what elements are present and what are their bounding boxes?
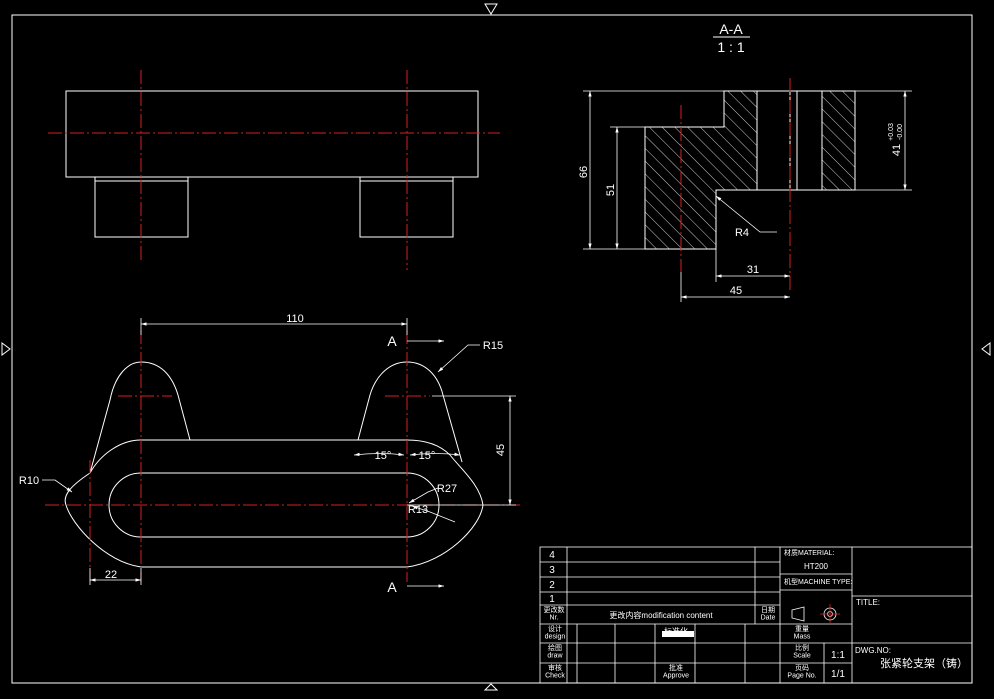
standard-label: 标准化: [664, 626, 688, 636]
rev-number-1: 1: [549, 594, 555, 605]
dim-r15: R15: [483, 340, 503, 352]
label-line: Mass: [794, 633, 811, 640]
label-line: 比例: [795, 643, 809, 652]
dim-r10: R10: [19, 475, 39, 487]
left-centering-mark: [1, 342, 11, 356]
dim-r13: R13: [408, 504, 428, 516]
dim-51: 51: [605, 184, 617, 196]
material-value: HT200: [804, 562, 829, 571]
machine-type-label: 机型MACHINE TYPE:: [784, 577, 852, 586]
scale-value: 1:1: [831, 650, 845, 661]
section-dimensions: [583, 90, 912, 302]
dim-110: 110: [286, 313, 304, 325]
projection-symbol-icon: [791, 604, 840, 624]
label-line: Page No.: [787, 672, 816, 679]
section-title: A-A 1 : 1: [713, 21, 750, 55]
dim-41-tol-lower: -0.00: [897, 124, 904, 140]
label-line: Scale: [793, 652, 811, 659]
material-label: 材质MATERIAL:: [784, 548, 834, 557]
top-view-left-boss: [89, 361, 191, 474]
front-view-centerlines: [48, 70, 500, 270]
cut-label-bottom: A: [387, 579, 397, 595]
drawing-border: [1, 3, 991, 691]
dim-31: 31: [747, 264, 759, 276]
dim-66: 66: [578, 166, 590, 178]
label-line: draw: [547, 652, 563, 659]
top-view-right-boss: [357, 361, 463, 463]
rev-number-3: 3: [549, 565, 555, 576]
label-line: 页码: [795, 664, 809, 672]
title-block: [539, 546, 973, 684]
label-line: Nr.: [550, 614, 559, 621]
dim-r4: R4: [735, 227, 749, 239]
rev-content-label: 更改内容modification content: [609, 610, 713, 620]
dim-45: 45: [730, 285, 742, 297]
top-view-centerlines: [45, 330, 520, 582]
label-line: Date: [761, 614, 776, 621]
right-centering-mark: [981, 342, 991, 356]
bottom-centering-mark: [483, 683, 499, 691]
section-view: [644, 90, 856, 250]
label-line: 更改数: [544, 605, 565, 614]
top-view-dimension-texts: 110 R15 45 15° 15° R10 R27 R13 22 A A: [19, 313, 507, 595]
front-view-body: [65, 90, 479, 178]
dwg-no-label: DWG.NO:: [855, 646, 891, 655]
dim-angle-left: 15°: [375, 450, 392, 462]
label-line: 批准: [669, 663, 683, 672]
label-line: 重量: [795, 625, 809, 633]
section-title-label: A-A: [719, 21, 743, 37]
page-value: 1/1: [831, 669, 845, 680]
top-view: [64, 361, 484, 568]
front-view: [65, 90, 479, 238]
dim-r27: R27: [437, 483, 457, 495]
dim-45-vertical: 45: [495, 444, 507, 456]
label-line: Check: [545, 672, 565, 679]
section-scale-label: 1 : 1: [717, 39, 744, 55]
top-view-dimensions: [42, 318, 516, 588]
label-line: 设计: [548, 624, 562, 633]
label-line: design: [545, 633, 566, 640]
dim-41-tol-upper: +0.03: [888, 123, 895, 141]
label-line: 审核: [548, 663, 562, 672]
cut-label-top: A: [387, 333, 397, 349]
dim-angle-right: 15°: [419, 450, 436, 462]
label-line: 日期: [761, 606, 775, 614]
standard-highlight: [662, 631, 694, 637]
section-right-hatched-region: [821, 90, 856, 191]
label-line: Approve: [663, 672, 689, 679]
top-centering-mark: [484, 3, 498, 15]
section-centerlines: [680, 78, 791, 290]
rev-number-2: 2: [549, 580, 555, 591]
rev-number-4: 4: [549, 550, 555, 561]
label-line: 绘图: [548, 643, 562, 652]
top-view-outer-contour: [64, 439, 484, 568]
section-left-hatched-region: [644, 90, 758, 250]
dim-22: 22: [105, 569, 117, 581]
dim-41: 41: [891, 144, 903, 156]
part-name: 张紧轮支架（铸）: [880, 656, 968, 670]
section-dimension-texts: 66 51 41 +0.03 -0.00 R4 31 45: [578, 123, 904, 297]
title-label: TITLE:: [856, 598, 880, 607]
